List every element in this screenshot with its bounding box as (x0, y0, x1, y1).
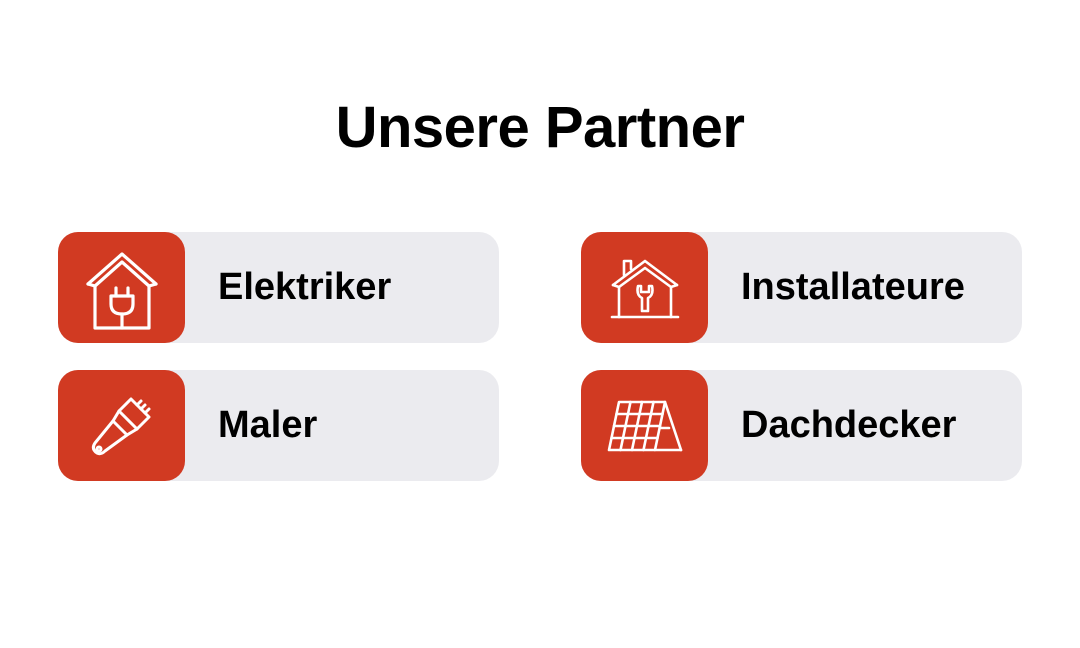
partner-card-dachdecker[interactable]: Dachdecker (581, 370, 1022, 481)
partner-label: Installateure (741, 266, 965, 308)
paintbrush-icon (91, 397, 150, 455)
partner-label: Dachdecker (741, 404, 957, 446)
partner-card-maler[interactable]: Maler (58, 370, 499, 481)
house-plug-icon (85, 251, 158, 330)
partner-icon-box (581, 232, 708, 343)
partner-card-installateure[interactable]: Installateure (581, 232, 1022, 343)
partner-icon-box (58, 232, 185, 343)
house-wrench-icon (610, 259, 679, 318)
partner-icon-box (581, 370, 708, 481)
partner-card-elektriker[interactable]: Elektriker (58, 232, 499, 343)
page-title: Unsere Partner (335, 95, 745, 160)
partner-label: Maler (218, 404, 318, 446)
solar-panel-icon (607, 400, 682, 451)
partner-label: Elektriker (218, 266, 392, 308)
partner-icon-box (58, 370, 185, 481)
